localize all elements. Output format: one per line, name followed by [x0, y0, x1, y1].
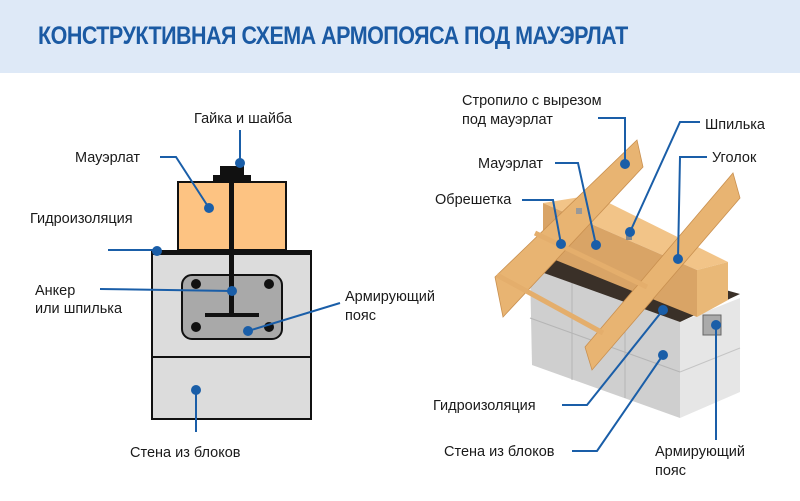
label-anchor-line1: Анкер	[35, 283, 75, 299]
rafter-1	[494, 139, 644, 318]
page-title: КОНСТРУКТИВНАЯ СХЕМА АРМОПОЯСА ПОД МАУЭР…	[38, 22, 628, 50]
rafter-2	[584, 172, 741, 371]
label-stud: Шпилька	[705, 117, 766, 133]
label-rafter-line1: Стропило с вырезом	[462, 93, 602, 109]
label-mauerlat: Мауэрлат	[75, 150, 140, 166]
mauerlat-end	[697, 262, 728, 317]
anchor-rod	[229, 170, 234, 317]
label-lathing: Обрешетка	[435, 192, 512, 208]
isometric-diagram: Стропило с вырезом под мауэрлат Шпилька …	[433, 93, 766, 479]
anchor-plate	[205, 313, 259, 317]
cross-section-diagram: Гайка и шайба Мауэрлат Гидроизоляция Анк…	[30, 111, 435, 461]
label-waterproofing: Гидроизоляция	[30, 211, 133, 227]
nut	[220, 166, 244, 176]
label-belt-line1: Армирующий	[345, 289, 435, 305]
washer	[213, 175, 251, 182]
label-angle: Уголок	[712, 150, 757, 166]
header-banner: КОНСТРУКТИВНАЯ СХЕМА АРМОПОЯСА ПОД МАУЭР…	[0, 0, 800, 73]
lathing-bar-2	[495, 272, 605, 336]
block-wall-side	[680, 298, 740, 418]
label-mauerlat-3d: Мауэрлат	[478, 156, 543, 172]
label-anchor-line2: или шпилька	[35, 301, 123, 317]
label-belt-3d-line1: Армирующий	[655, 444, 745, 460]
label-belt-line2: пояс	[345, 308, 376, 324]
label-rafter-line2: под мауэрлат	[462, 112, 553, 128]
label-nut-washer: Гайка и шайба	[194, 111, 293, 127]
block-wall-lower	[151, 356, 312, 420]
label-waterproofing-3d: Гидроизоляция	[433, 398, 536, 414]
steel-angle	[576, 208, 582, 214]
label-belt-3d-line2: пояс	[655, 463, 686, 479]
label-wall-3d: Стена из блоков	[444, 444, 555, 460]
lathing-bar-1	[533, 230, 649, 290]
label-wall: Стена из блоков	[130, 445, 241, 461]
